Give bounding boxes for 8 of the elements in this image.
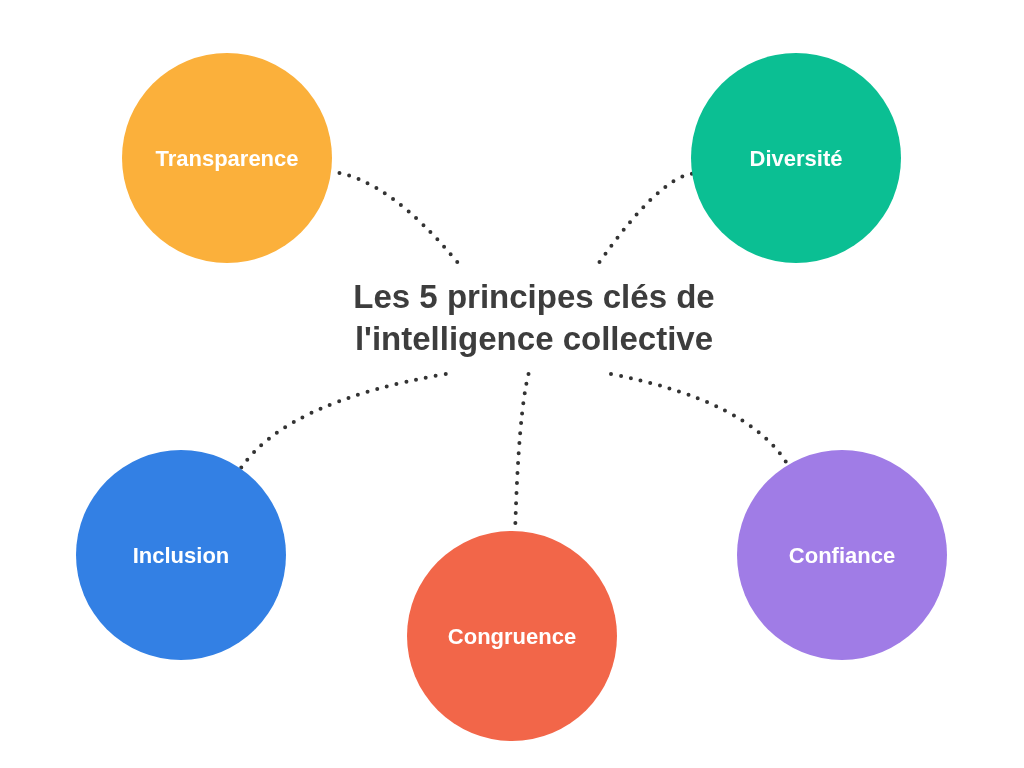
heading-text: Les 5 principes clés de l'intelligence collective xyxy=(300,262,768,374)
node-label: Diversité xyxy=(749,144,843,173)
node-label: Confiance xyxy=(788,541,896,570)
node-label: Transparence xyxy=(155,144,299,173)
dotted-connector xyxy=(238,372,448,471)
node-label: Inclusion xyxy=(132,541,230,570)
dotted-connector xyxy=(597,171,695,264)
node-label: Congruence xyxy=(447,622,577,651)
